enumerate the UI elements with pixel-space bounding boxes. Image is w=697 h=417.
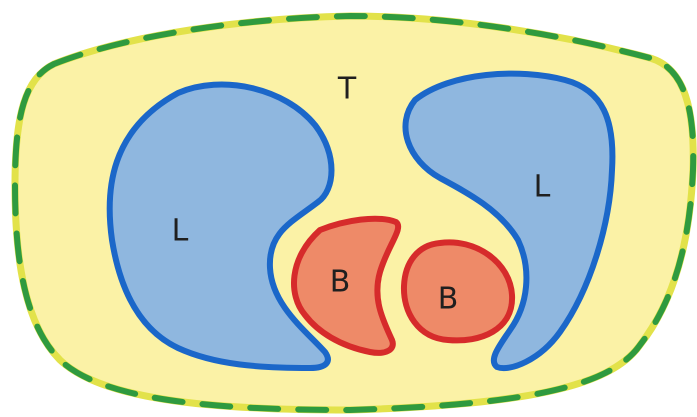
label-left-bronchus: B xyxy=(330,265,351,300)
label-right-bronchus: B xyxy=(438,282,459,317)
label-left-lung: L xyxy=(172,214,189,249)
label-right-lung: L xyxy=(534,170,551,205)
label-torso: T xyxy=(337,72,357,107)
